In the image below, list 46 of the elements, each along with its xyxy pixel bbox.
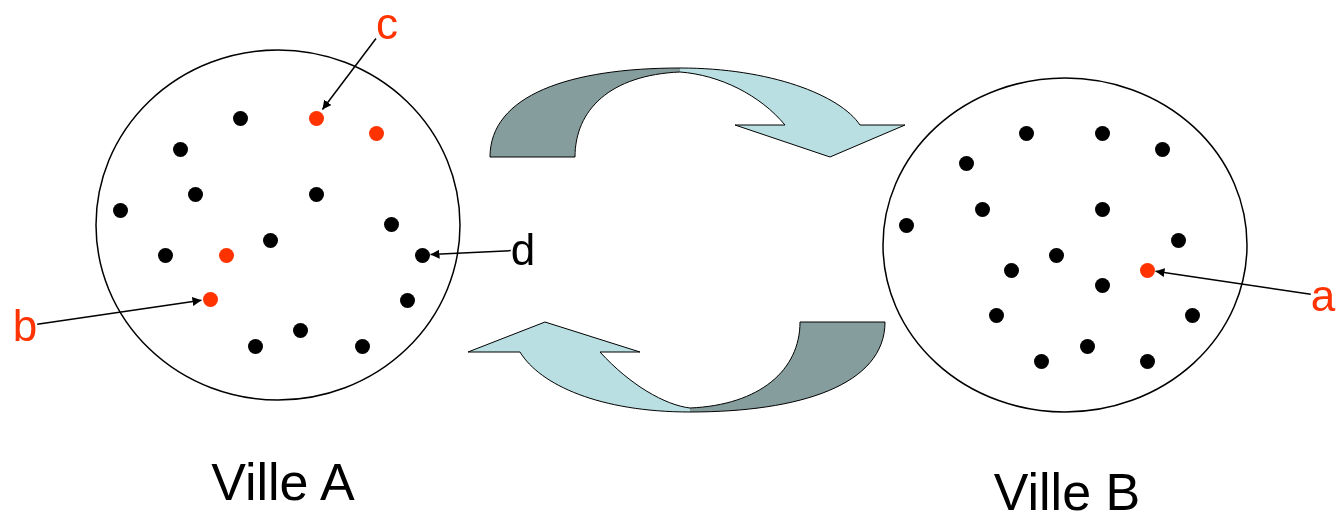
dot [1184,307,1200,323]
leader-line [429,249,512,259]
dot [308,186,324,202]
dot [974,201,990,217]
curved-block-arrow [489,67,906,158]
dot [988,307,1004,323]
dot [247,338,263,354]
dot [1079,338,1095,354]
point-label: c [376,2,398,46]
dot [1018,125,1034,141]
dot [232,110,248,126]
dot [1048,247,1064,263]
dot [1094,201,1110,217]
dot [218,247,234,263]
dot [1154,141,1170,157]
city-label: Ville A [211,456,355,508]
dot [1094,277,1110,293]
dot [1033,353,1049,369]
dot [958,155,974,171]
dot [1139,262,1155,278]
dot [1094,125,1110,141]
dot [308,110,324,126]
dot [383,216,399,232]
dot [172,141,188,157]
dot [157,247,173,263]
dot [112,202,128,218]
city-label: Ville B [993,466,1141,518]
dot [368,125,384,141]
dot [414,247,430,263]
point-label: b [12,304,38,348]
dot [292,322,308,338]
leader-line [321,37,377,111]
dot [202,291,218,307]
dot [354,338,370,354]
curved-block-arrow [467,321,886,413]
leader-line [36,297,203,325]
dot [1003,262,1019,278]
dot [1139,353,1155,369]
leader-line [1154,268,1312,295]
dot [399,292,415,308]
dot [262,232,278,248]
point-label: a [1310,274,1336,318]
point-label: d [510,228,536,272]
dot [1170,232,1186,248]
dot [898,217,914,233]
dot [187,186,203,202]
